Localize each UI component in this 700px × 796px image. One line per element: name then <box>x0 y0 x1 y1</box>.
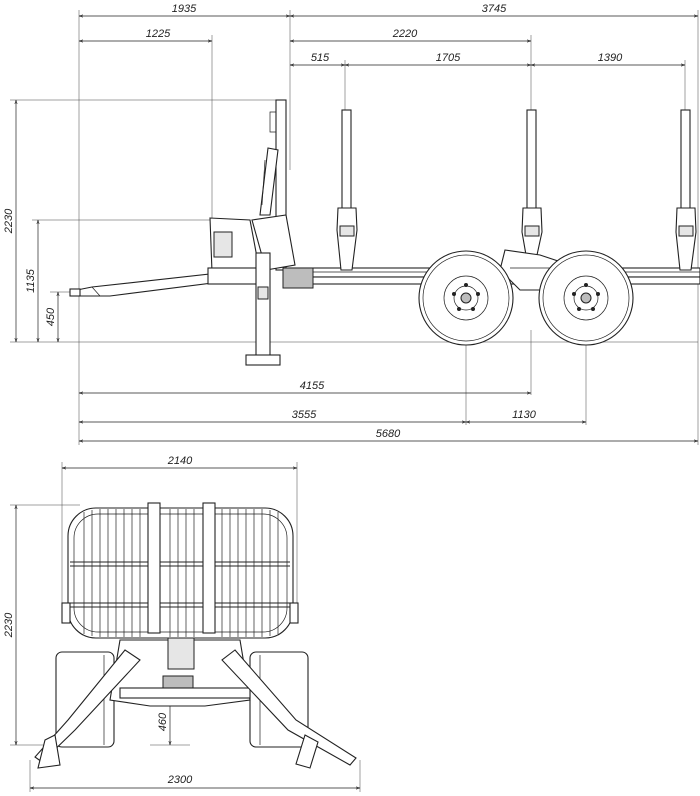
dim-1135: 1135 <box>25 268 37 293</box>
wheel-front <box>418 250 514 346</box>
hitch-eye <box>69 288 81 297</box>
dim-3745: 3745 <box>482 3 507 15</box>
stake-post-1 <box>336 109 358 271</box>
dim-2230-rear: 2230 <box>3 612 15 638</box>
dim-5680: 5680 <box>376 428 401 440</box>
dim-460: 460 <box>157 712 169 731</box>
trailer-side <box>69 99 700 366</box>
dim-450: 450 <box>45 307 57 326</box>
rear-view: 2140 2230 460 2300 <box>3 455 361 792</box>
stake-post-3 <box>675 109 697 271</box>
dim-1390: 1390 <box>598 52 623 64</box>
rear-post-right <box>202 502 216 634</box>
rear-control-box <box>167 634 195 670</box>
dim-1705: 1705 <box>436 52 461 64</box>
crane-cylinder <box>259 147 279 216</box>
valve-block <box>213 231 233 258</box>
wheel-rear <box>538 250 634 346</box>
left-dimensions: 2230 1135 450 <box>3 100 58 342</box>
lug-left <box>61 602 71 624</box>
top-dimensions: 1935 3745 1225 2220 515 1705 1390 <box>79 3 698 65</box>
dim-1935: 1935 <box>172 3 197 15</box>
dim-1130: 1130 <box>512 409 537 421</box>
dim-2230-side: 2230 <box>3 208 15 234</box>
outrigger-left-foot <box>37 734 61 769</box>
dim-2300: 2300 <box>167 774 193 786</box>
rear-axle-beam <box>119 687 251 699</box>
leg-clamp <box>257 286 269 300</box>
crane-mount <box>282 267 314 289</box>
stake-post-2 <box>521 109 543 256</box>
dim-515: 515 <box>311 52 330 64</box>
dim-1225: 1225 <box>146 28 171 40</box>
lug-right <box>289 602 299 624</box>
outrigger-right <box>221 649 357 766</box>
dim-3555: 3555 <box>292 409 317 421</box>
bunk-grid <box>61 502 299 639</box>
crane-column <box>275 99 287 271</box>
outrigger-right-foot <box>295 734 319 769</box>
side-view: 1935 3745 1225 2220 515 1705 1390 2230 1… <box>3 3 700 445</box>
rear-post-left <box>147 502 161 634</box>
bunk-frame <box>67 507 294 639</box>
dim-4155: 4155 <box>300 380 325 392</box>
bottom-dimensions: 4155 3555 1130 5680 <box>79 380 698 441</box>
support-leg <box>255 252 271 359</box>
dim-2220: 2220 <box>392 28 418 40</box>
drawbar <box>71 273 213 297</box>
dim-2140: 2140 <box>167 455 193 467</box>
leg-foot <box>245 354 281 366</box>
